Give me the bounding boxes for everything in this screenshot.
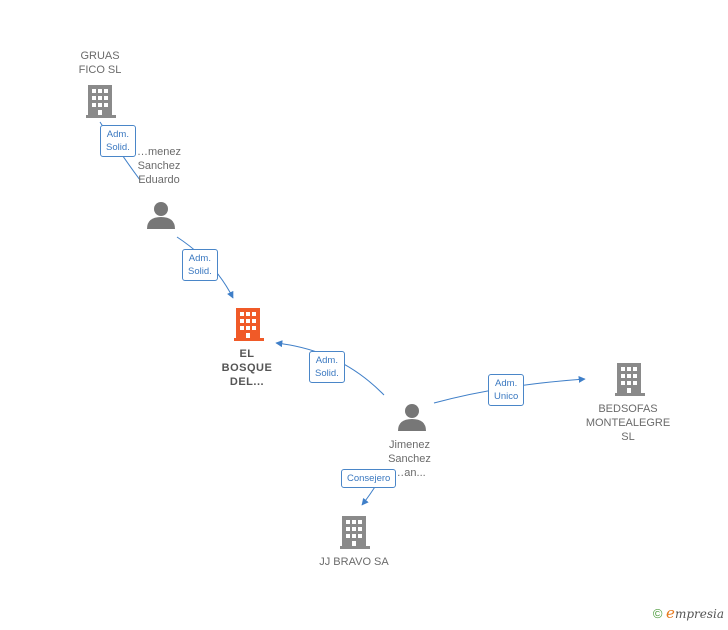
node-el-bosque[interactable]: EL BOSQUE DEL... (207, 347, 287, 389)
edge-label-adm-unico[interactable]: Adm. Unico (488, 374, 525, 406)
edge-label-adm-solid[interactable]: Adm. Solid. (100, 125, 136, 157)
node-jj-bravo[interactable]: JJ BRAVO SA (304, 555, 404, 569)
node-label: …menez Sanchez Eduardo (136, 146, 182, 186)
node-juan[interactable]: Jimenez Sanchez …an... (372, 438, 447, 480)
building-icon[interactable] (340, 516, 370, 549)
edge-label-consejero[interactable]: Consejero (341, 469, 397, 488)
copyright-symbol: © (652, 606, 663, 621)
brand-e: e (666, 604, 675, 622)
node-label: Jimenez Sanchez …an... (388, 439, 431, 479)
node-label: JJ BRAVO SA (319, 556, 389, 568)
building-icon[interactable] (86, 85, 116, 118)
empresia-watermark: © empresia (653, 604, 724, 622)
node-label: BEDSOFAS MONTEALEGRE SL (585, 403, 671, 443)
node-label: EL BOSQUE DEL... (221, 348, 273, 388)
brand-name: mpresia (674, 607, 724, 621)
node-bedsofas[interactable]: BEDSOFAS MONTEALEGRE SL (574, 402, 682, 444)
edge-label-adm-solid[interactable]: Adm. Solid. (182, 249, 218, 281)
person-icon[interactable] (147, 202, 175, 229)
node-gruas-fico[interactable]: GRUAS FICO SL (60, 49, 140, 77)
person-icon[interactable] (398, 404, 426, 431)
building-icon[interactable] (615, 363, 645, 396)
node-eduardo[interactable]: …menez Sanchez Eduardo (124, 145, 194, 187)
node-label: GRUAS FICO SL (78, 50, 122, 76)
building-icon[interactable] (234, 308, 264, 341)
edge-label-adm-solid[interactable]: Adm. Solid. (309, 351, 345, 383)
